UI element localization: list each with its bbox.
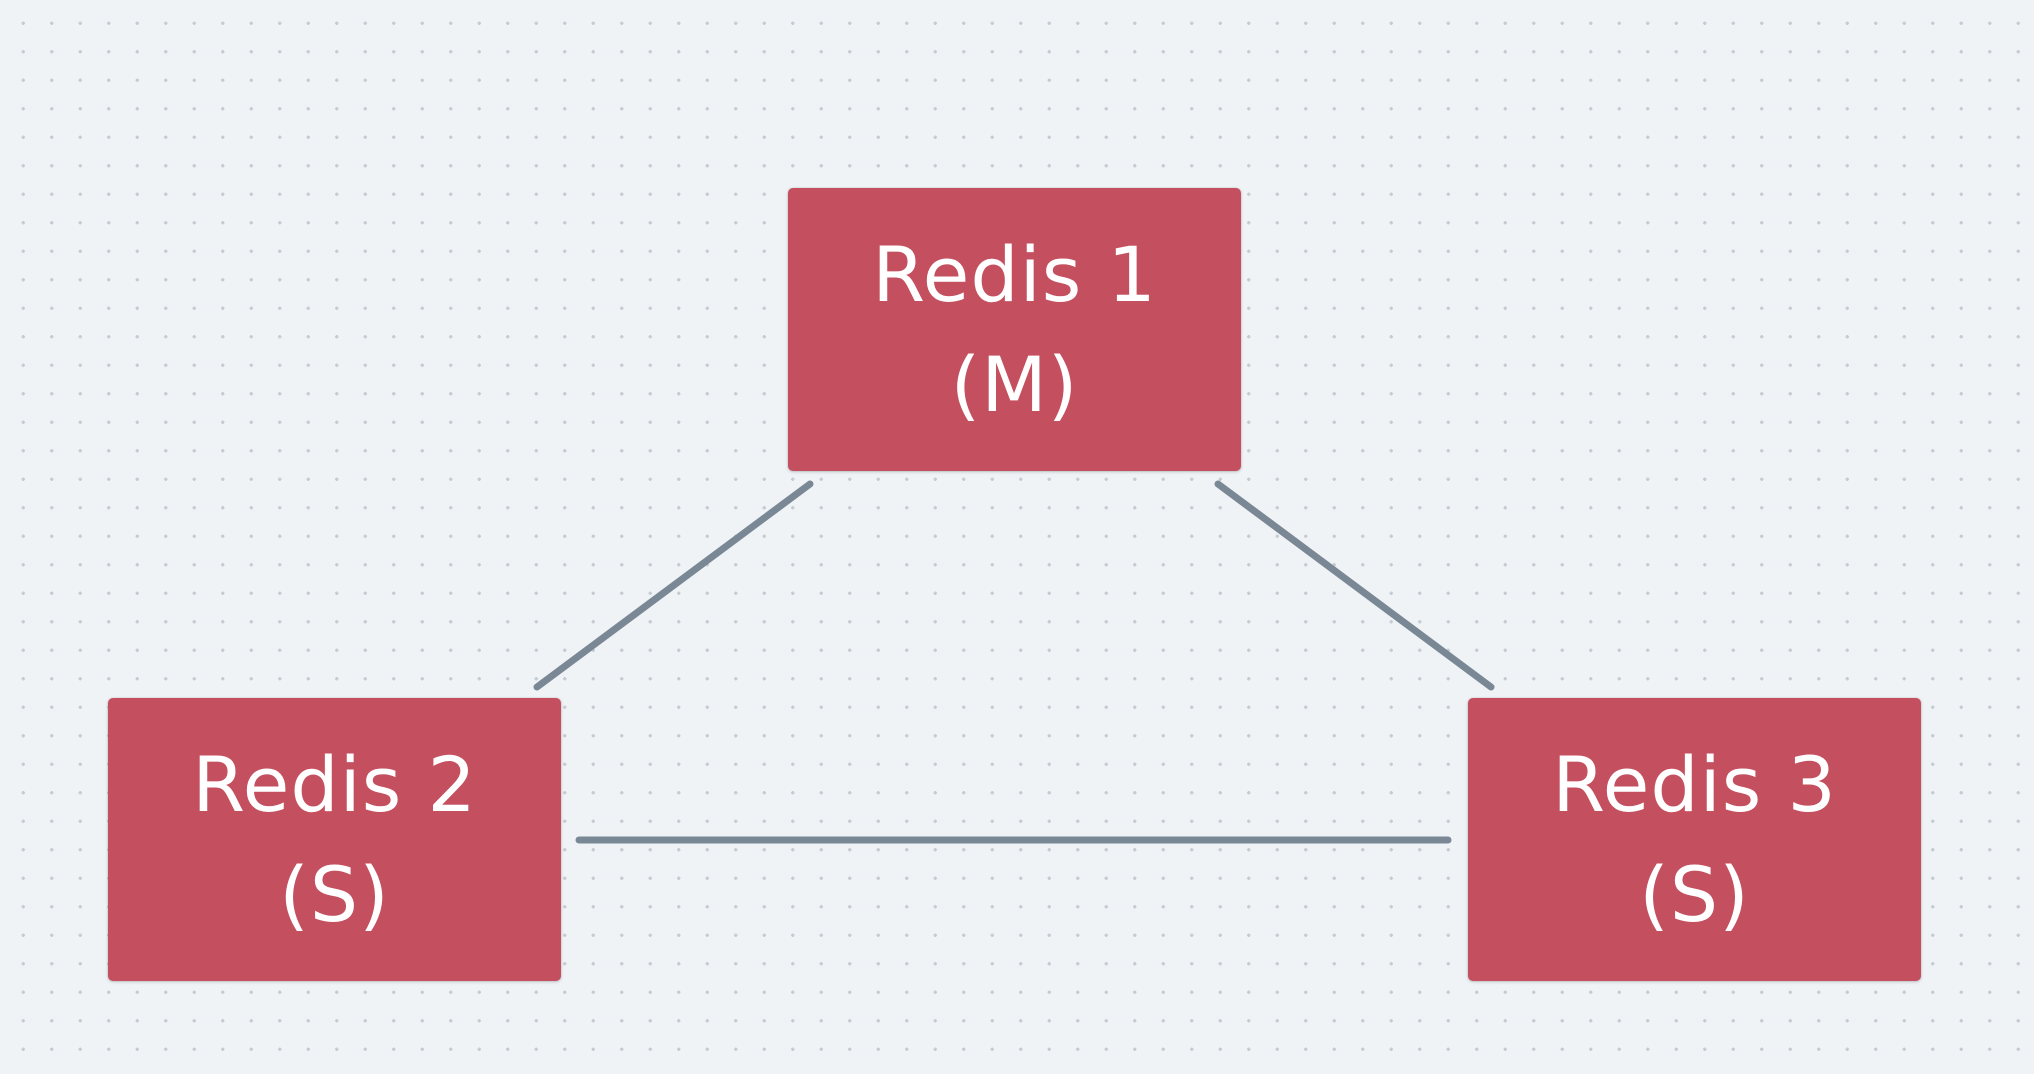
node-role: (M) <box>950 339 1079 429</box>
connector-redis-1-redis-3[interactable] <box>1214 480 1495 691</box>
node-title: Redis 2 <box>192 739 477 829</box>
node-title: Redis 3 <box>1552 739 1837 829</box>
node-title: Redis 1 <box>872 229 1157 319</box>
node-role: (S) <box>1639 849 1750 939</box>
connector-redis-1-redis-2[interactable] <box>533 480 814 691</box>
node-redis-2[interactable]: Redis 2 (S) <box>108 698 561 981</box>
node-redis-3[interactable]: Redis 3 (S) <box>1468 698 1921 981</box>
node-role: (S) <box>279 849 390 939</box>
node-redis-1[interactable]: Redis 1 (M) <box>788 188 1241 471</box>
